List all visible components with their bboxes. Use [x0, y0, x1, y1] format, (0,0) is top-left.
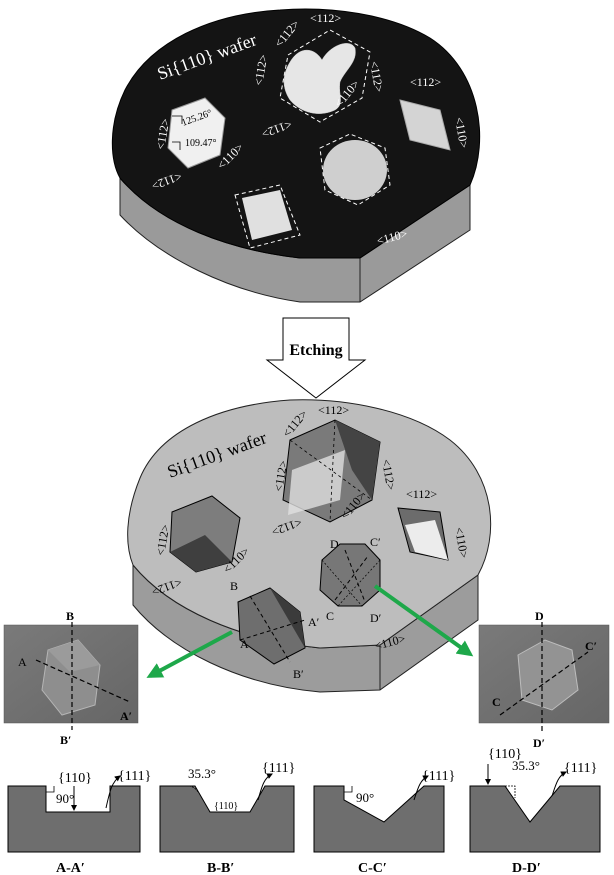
- plane-label: {111}: [564, 761, 597, 776]
- left-sem-photo: B A A′ B′: [3, 609, 139, 747]
- photo-label-B-prime: B′: [60, 733, 71, 747]
- plane-label: {111}: [422, 769, 455, 784]
- top-rhombus: <112> <110>: [399, 75, 471, 151]
- right-sem-photo: D C′ C D′: [478, 609, 610, 750]
- green-arrow-left: [146, 630, 233, 678]
- photo-label-D: D: [535, 609, 544, 623]
- dir-label: <112>: [153, 117, 172, 150]
- etching-label: Etching: [289, 342, 342, 359]
- angle-label: 109.47°: [185, 138, 217, 149]
- plane-label: {110}: [58, 771, 92, 786]
- dir-label: <112>: [153, 523, 172, 556]
- cross-section-b: 35.3° {110} {111} B-B′: [159, 761, 295, 875]
- bottom-circle-pit: D C′ C D′: [319, 535, 382, 625]
- bottom-wafer: Si{110} wafer <112> <112> <112> <112> <1…: [127, 399, 492, 693]
- green-arrow-right: [373, 584, 474, 657]
- marker-B: B: [230, 579, 238, 593]
- angle-label: 90°: [56, 791, 74, 806]
- bottom-right-pit: <112> <110>: [397, 487, 471, 561]
- dir-label: <112>: [318, 403, 349, 417]
- section-title: C-C′: [358, 861, 387, 875]
- angle-label: 90°: [356, 790, 374, 805]
- marker-C-prime: C′: [370, 535, 381, 549]
- marker-D: D: [330, 537, 339, 551]
- marker-C: C: [326, 609, 334, 623]
- photo-label-C: C: [492, 695, 501, 709]
- dir-label: <112>: [367, 60, 386, 93]
- plane-label: {111}: [118, 769, 151, 784]
- cross-section-a: 90° {110} {111} A-A′: [7, 769, 151, 875]
- dir-label: <112>: [379, 458, 398, 491]
- angle-label: 35.3°: [188, 766, 216, 781]
- dir-label: <112>: [310, 11, 341, 25]
- marker-A: A: [240, 637, 249, 651]
- top-wafer: Si{110} wafer <112> <112> <112> <112> <1…: [111, 8, 481, 303]
- marker-A-prime: A′: [308, 615, 320, 629]
- photo-label-B: B: [66, 609, 74, 623]
- marker-D-prime: D′: [370, 611, 382, 625]
- marker-B-prime: B′: [293, 667, 304, 681]
- dir-label: <112>: [410, 75, 441, 89]
- dir-label: <110>: [452, 116, 471, 149]
- section-title: B-B′: [207, 861, 234, 875]
- photo-label-A-prime: A′: [120, 709, 132, 723]
- dir-label: <112>: [271, 459, 290, 492]
- dir-label: <110>: [452, 526, 471, 559]
- plane-label: {110}: [214, 801, 238, 812]
- top-square: [234, 184, 301, 249]
- photo-label-C-prime: C′: [585, 639, 597, 653]
- section-title: D-D′: [512, 861, 541, 875]
- section-title: A-A′: [56, 861, 85, 875]
- cross-section-c: 90° {111} C-C′: [313, 769, 455, 875]
- dir-label: <112>: [406, 487, 437, 501]
- top-circle: [319, 133, 391, 206]
- plane-label: {110}: [488, 747, 522, 762]
- photo-label-A: A: [18, 655, 27, 669]
- bottom-hexagon-pit: <112> <112> <112> <112> <110> <112>: [270, 403, 399, 539]
- photo-label-D-prime: D′: [533, 736, 545, 750]
- plane-label: {111}: [262, 761, 295, 776]
- bottom-square-pit: B A′ A B′: [230, 579, 320, 681]
- angle-label: 35.3°: [512, 758, 540, 773]
- etching-arrow: Etching: [265, 317, 367, 399]
- cross-section-d: {110} 35.3° {111} D-D′: [469, 747, 601, 875]
- dir-label: <112>: [251, 53, 270, 86]
